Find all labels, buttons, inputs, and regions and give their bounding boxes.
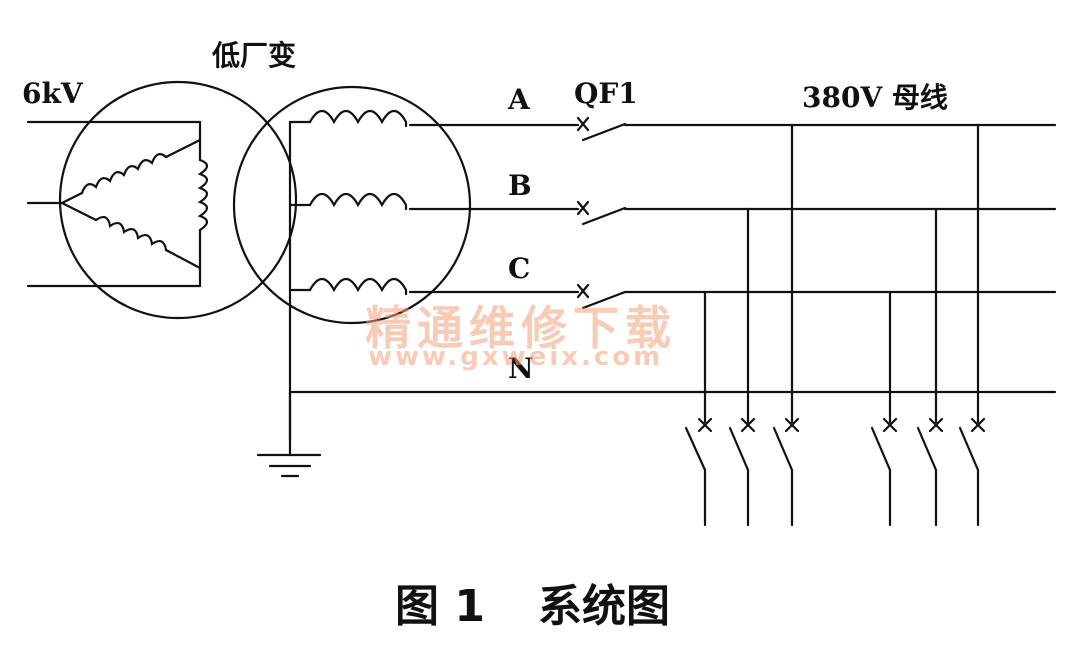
branch-feeders	[684, 123, 986, 527]
phase-c-label: C	[508, 252, 531, 285]
secondary-winding-circle	[232, 85, 472, 325]
qf1-breaker	[576, 116, 1057, 310]
phase-a-label: A	[508, 83, 530, 116]
busbar-label: 380V 母线	[802, 81, 948, 114]
figure-number: 图 1	[395, 581, 485, 632]
phase-lines	[408, 123, 580, 294]
qf1-label: QF1	[574, 77, 638, 110]
delta-winding	[60, 120, 209, 288]
branch-breaker-1	[684, 417, 713, 527]
branch-breaker-4	[870, 417, 898, 527]
branch-breaker-3	[772, 417, 800, 527]
branch-breaker-6	[958, 417, 986, 527]
primary-incoming-lines	[26, 120, 202, 288]
transformer-label: 低厂变	[212, 39, 297, 72]
secondary-winding	[288, 109, 408, 442]
phase-b-label: B	[508, 169, 532, 202]
branch-breaker-2	[728, 417, 756, 527]
watermark-url: www.gxweix.com	[368, 342, 664, 372]
watermark-text: 精通维修下载	[365, 301, 677, 355]
branch-breaker-5	[916, 417, 944, 527]
figure-title: 系统图	[538, 581, 670, 632]
ground-symbol	[256, 390, 322, 478]
source-voltage-label: 6kV	[22, 77, 83, 110]
neutral-label: N	[508, 352, 534, 385]
primary-winding-circle	[58, 80, 298, 320]
